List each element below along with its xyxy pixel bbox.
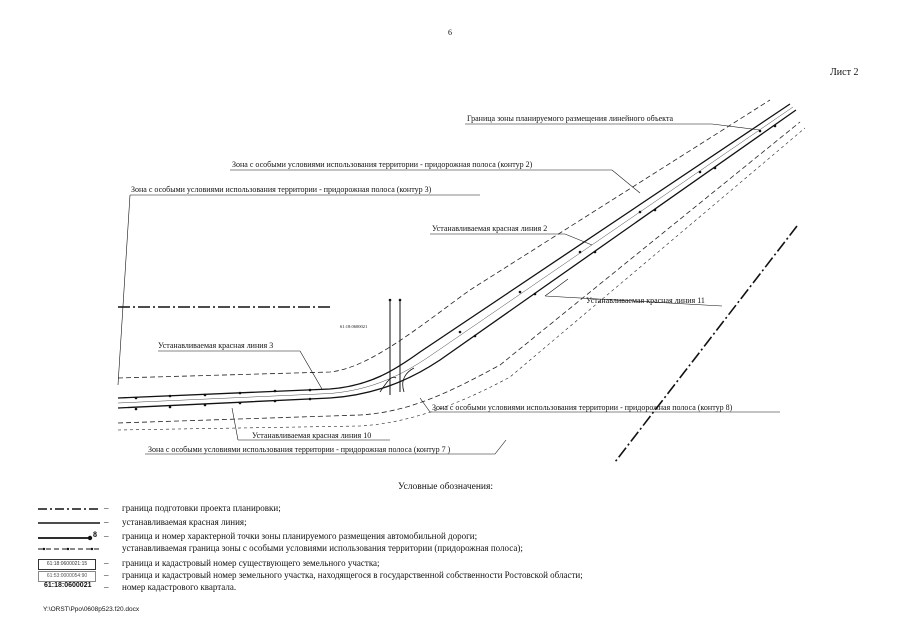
- boundary-point-marker: 8: [93, 531, 97, 539]
- road-axis: [117, 106, 794, 404]
- legend-item-existing-parcel: 61:18:0600021:15 – граница и кадастровый…: [38, 558, 838, 570]
- red-line-south: [117, 109, 797, 409]
- legend-item-roadside-zone: устанавливаемая граница зоны с особыми у…: [38, 543, 838, 555]
- label-roadside-contour-7: Зона с особыми условиями использования т…: [148, 445, 451, 454]
- label-red-line-10: Устанавливаемая красная линия 10: [252, 431, 371, 440]
- leader-red-line-10: [231, 407, 390, 441]
- legend-text: номер кадастрового квартала.: [122, 582, 237, 592]
- label-red-line-3: Устанавливаемая красная линия 3: [158, 341, 273, 350]
- sheet-label: Лист 2: [830, 67, 859, 78]
- leader-red-line-2: [430, 233, 593, 246]
- label-roadside-contour-3: Зона с особыми условиями использования т…: [131, 185, 432, 194]
- quarter-code-sample: 61:18:0600021: [44, 582, 92, 589]
- legend-item-boundary-point: 8 – граница и номер характерной точки зо…: [38, 531, 838, 543]
- legend-item-planning-boundary: – граница подготовки проекта планировки;: [38, 503, 838, 515]
- leader-contour-8: [419, 397, 780, 413]
- page-number: 6: [448, 28, 452, 37]
- legend-item-cadastral-quarter: 61:18:0600021 – номер кадастрового кварт…: [44, 582, 237, 592]
- label-cadastral-quarter: 61:18:0600021: [340, 324, 367, 329]
- label-red-line-2: Устанавливаемая красная линия 2: [432, 224, 547, 233]
- leader-red-line-11: [544, 278, 723, 307]
- legend-text: граница и кадастровый номер существующег…: [122, 558, 380, 568]
- legend-item-red-line: – устанавливаемая красная линия;: [38, 517, 838, 529]
- dashed-dot-line-symbol: [38, 547, 100, 551]
- legend-text: устанавливаемая граница зоны с особыми у…: [122, 543, 523, 553]
- label-red-line-11: Устанавливаемая красная линия 11: [586, 296, 705, 305]
- legend-text: устанавливаемая красная линия;: [122, 517, 247, 527]
- leader-contour-3: [117, 194, 480, 386]
- red-line-north: [117, 103, 791, 399]
- legend-text: граница и кадастровый номер земельного у…: [122, 570, 583, 580]
- leader-contour-7: [145, 439, 507, 455]
- file-path: Y:\ORST\Ppo\0608p523.f20.docx: [43, 606, 140, 613]
- legend-item-state-parcel: 61:53:0000054:90 – граница и кадастровый…: [38, 570, 838, 582]
- legend-title: Условные обозначения:: [398, 482, 494, 492]
- legend-text: граница и номер характерной точки зоны п…: [122, 531, 478, 541]
- cadastral-box-state-sample: 61:53:0000054:90: [38, 571, 96, 582]
- leader-zone-border: [465, 123, 761, 131]
- roadside-zone-south: [117, 121, 801, 424]
- boundary-point-symbol: 8: [38, 531, 97, 541]
- junction-spur: [389, 300, 401, 395]
- roadside-zone-north: [117, 99, 771, 379]
- leader-red-line-3: [158, 350, 323, 390]
- dash-dot-line-symbol: [38, 508, 100, 510]
- label-zone-border: Граница зоны планируемого размещения лин…: [467, 114, 674, 123]
- leader-contour-2: [230, 169, 641, 194]
- planning-boundary-right: [614, 225, 798, 463]
- cadastral-box-sample: 61:18:0600021:15: [38, 559, 96, 570]
- junction-rounds: [379, 367, 415, 393]
- legend-text: граница подготовки проекта планировки;: [122, 503, 281, 513]
- label-roadside-contour-2: Зона с особыми условиями использования т…: [232, 160, 533, 169]
- roadside-zone-south-2: [117, 127, 806, 431]
- label-roadside-contour-8: Зона с особыми условиями использования т…: [432, 403, 733, 412]
- solid-line-symbol: [38, 522, 100, 524]
